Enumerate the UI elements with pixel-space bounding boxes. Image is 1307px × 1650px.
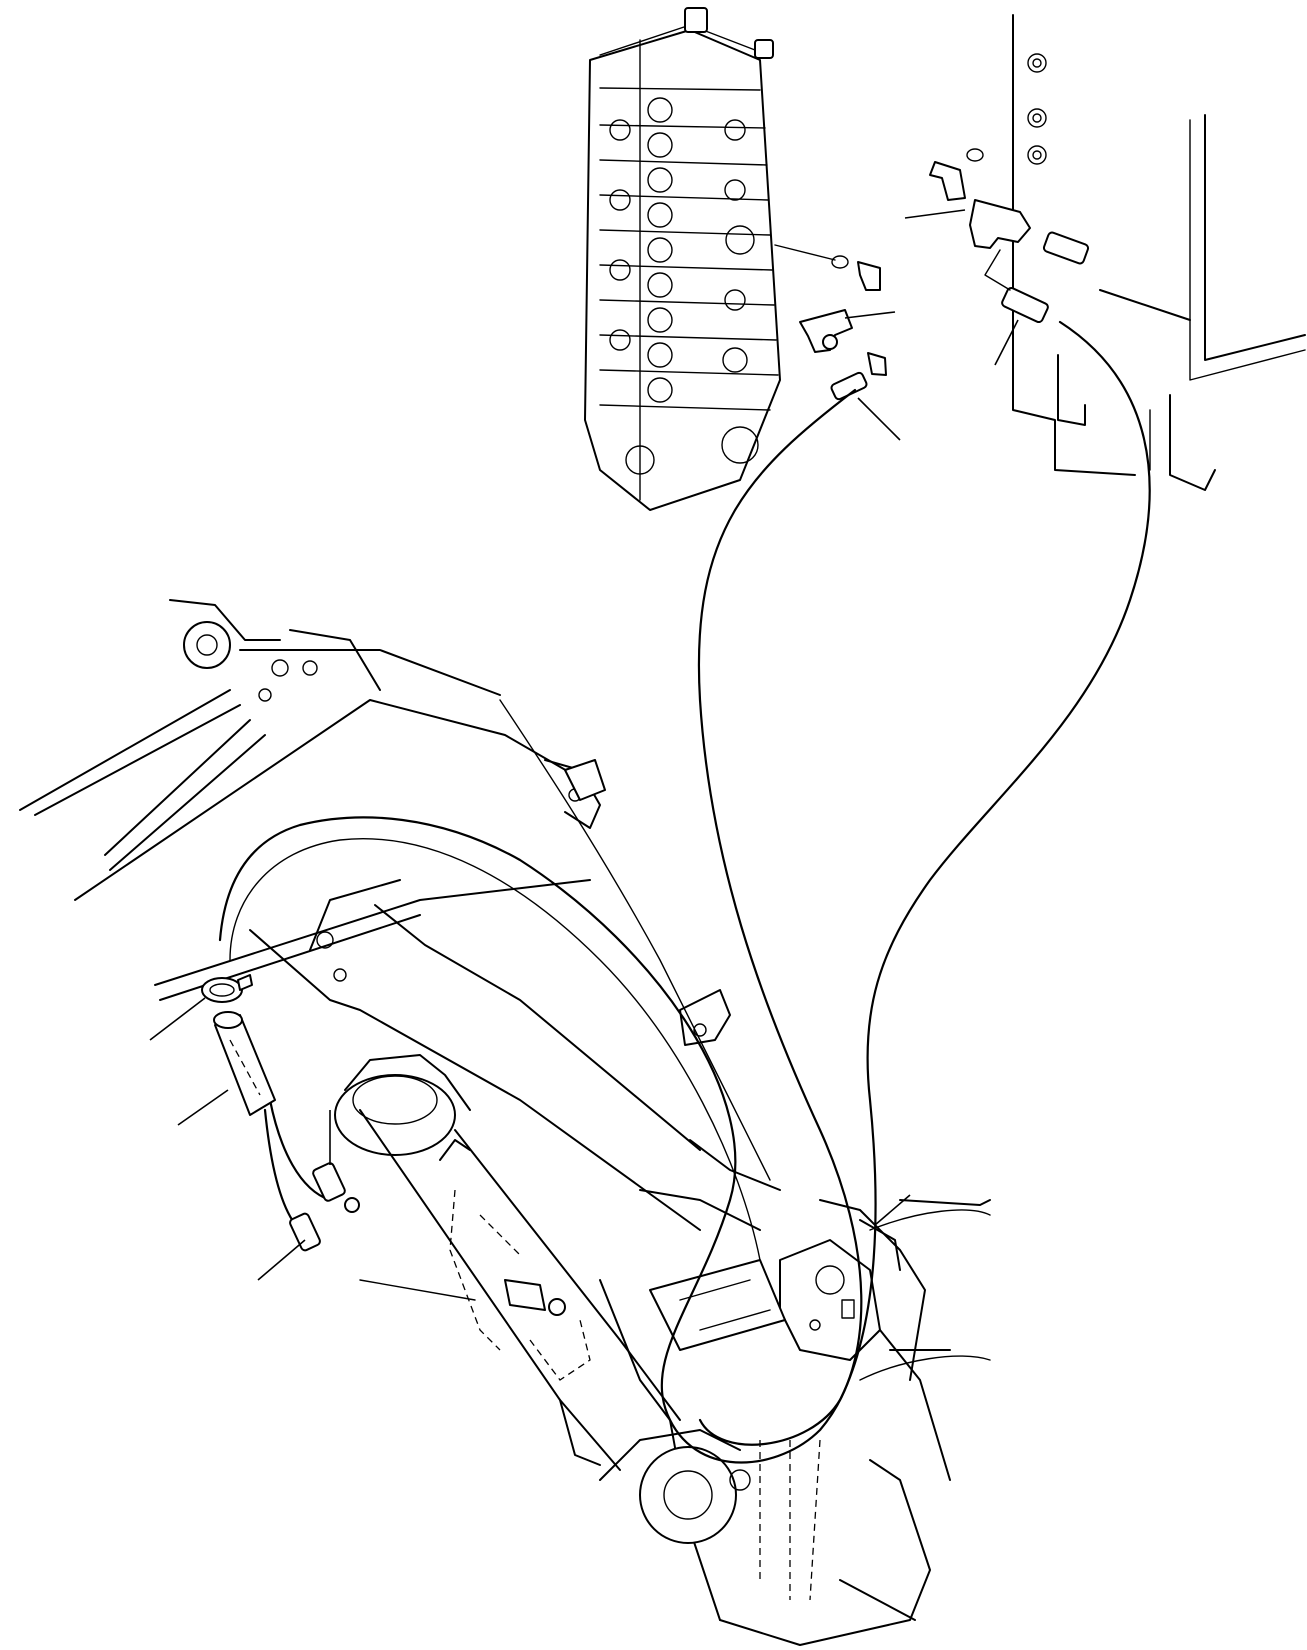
cylinder-port-fitting xyxy=(504,1279,546,1311)
hydraulic-tank xyxy=(929,14,1306,491)
leader-hose-end-valve xyxy=(857,397,901,441)
elbow-fitting-lower xyxy=(867,352,887,376)
cylinder-hose-fittings xyxy=(289,1162,360,1252)
boom-pivot xyxy=(639,1139,881,1361)
hose-end-valve xyxy=(830,371,868,401)
elbow-fitting-valve xyxy=(857,261,881,291)
leader-protective-sleeve xyxy=(177,1089,229,1126)
hose-tank-to-boom xyxy=(698,320,1151,1446)
hose-end-cylinder-b xyxy=(289,1212,321,1252)
protective-sleeve xyxy=(213,1011,276,1116)
leader-tee-fitting-valve xyxy=(844,311,896,319)
valve-fittings xyxy=(774,244,887,401)
tee-fitting-tank xyxy=(969,199,1031,249)
leader-tee-fitting-tank xyxy=(904,209,966,219)
o-ring-valve xyxy=(831,255,849,269)
cable-clamp-boom xyxy=(564,759,731,1046)
leader-hose-end-tank xyxy=(994,319,1019,366)
tank-ports xyxy=(1027,53,1047,165)
control-valve xyxy=(584,7,781,511)
boom xyxy=(19,599,991,1646)
leader-hose-end-cylinder xyxy=(257,1239,306,1281)
hose-assembly xyxy=(218,320,1151,1464)
leader-boom-pivot xyxy=(874,1194,911,1226)
hose-valve-to-boom xyxy=(218,388,863,1464)
hose-end-cylinder-a xyxy=(312,1162,346,1202)
elbow-cylinder-a xyxy=(344,1197,360,1213)
valve-ports xyxy=(609,97,759,475)
leader-hose-clamp xyxy=(149,997,206,1041)
leader-lines xyxy=(149,209,1019,1281)
hose-end-tank-lower xyxy=(1001,286,1049,324)
hose-end-tank-upper xyxy=(1042,231,1090,265)
hose-boom-lower xyxy=(499,699,771,1181)
elbow-fitting-tank xyxy=(929,161,966,201)
arm-cylinder xyxy=(334,1054,751,1544)
hose-sleeve-to-cylinder xyxy=(268,1098,332,1202)
hose-clamp xyxy=(201,974,253,1003)
o-ring-tank xyxy=(966,148,984,162)
